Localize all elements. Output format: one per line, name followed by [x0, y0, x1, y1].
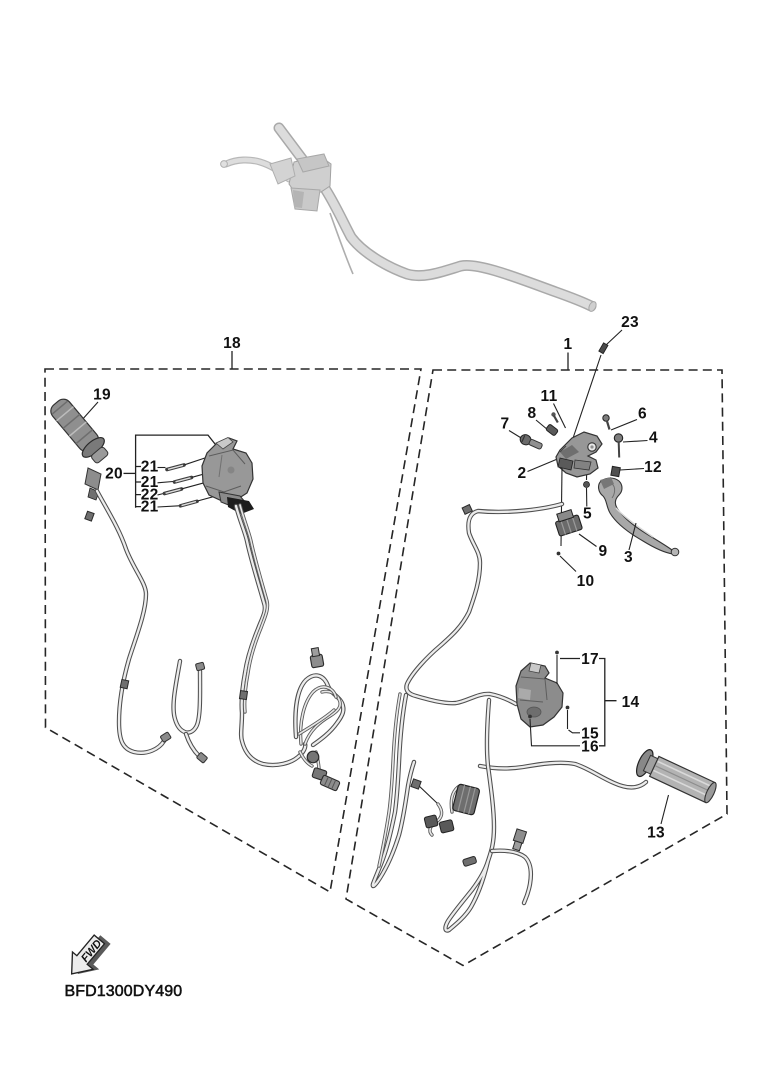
svg-text:13: 13: [647, 825, 665, 842]
svg-text:23: 23: [621, 314, 639, 331]
svg-text:11: 11: [541, 388, 558, 405]
svg-text:1: 1: [564, 336, 573, 353]
svg-text:4: 4: [649, 430, 658, 447]
svg-text:14: 14: [622, 694, 640, 711]
svg-text:2: 2: [518, 465, 527, 482]
svg-text:15: 15: [581, 726, 599, 743]
svg-text:3: 3: [624, 549, 633, 566]
svg-text:20: 20: [105, 466, 123, 483]
svg-text:19: 19: [93, 387, 111, 404]
svg-text:BFD1300DY490: BFD1300DY490: [65, 983, 183, 1000]
svg-text:21: 21: [141, 474, 159, 491]
svg-text:5: 5: [583, 506, 592, 523]
svg-text:10: 10: [577, 573, 595, 590]
svg-text:17: 17: [581, 651, 599, 668]
svg-text:18: 18: [223, 335, 241, 352]
svg-text:7: 7: [501, 416, 510, 433]
svg-text:22: 22: [141, 487, 159, 504]
svg-text:9: 9: [599, 543, 608, 560]
svg-text:12: 12: [644, 459, 662, 476]
svg-text:8: 8: [528, 405, 537, 422]
svg-text:21: 21: [141, 499, 159, 516]
svg-text:6: 6: [638, 406, 647, 423]
svg-text:16: 16: [581, 739, 599, 756]
svg-text:21: 21: [141, 459, 159, 476]
